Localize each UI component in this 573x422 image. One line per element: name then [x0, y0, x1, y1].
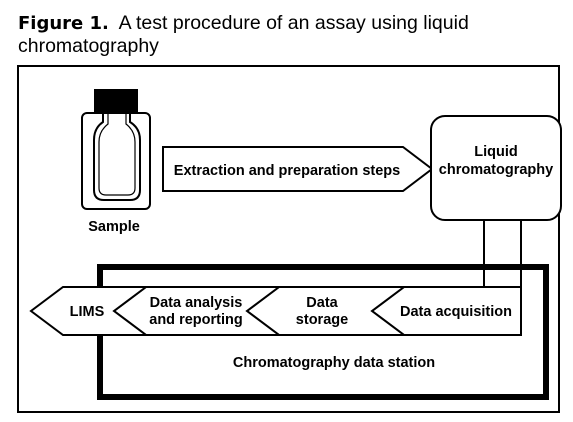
lc-label-line1: Liquid — [474, 144, 518, 160]
lims-arrow — [29, 286, 149, 336]
sample-label: Sample — [88, 219, 140, 235]
data-storage-label-line2: storage — [296, 312, 348, 328]
extraction-label: Extraction and preparation steps — [174, 163, 400, 179]
data-analysis-label-line1: Data analysis — [150, 295, 243, 311]
data-station-label: Chromatography data station — [233, 355, 435, 371]
data-acquisition-label: Data acquisition — [400, 304, 512, 320]
data-station-loop — [97, 264, 549, 400]
extraction-arrow — [162, 146, 434, 192]
figure-title: A test procedure of an assay using liqui… — [18, 12, 469, 57]
diagram-frame — [17, 65, 560, 413]
data-analysis-label-line2: and reporting — [149, 312, 242, 328]
liquid-chromatography-box — [430, 115, 562, 221]
lims-label: LIMS — [70, 304, 105, 320]
sample-vial-icon — [81, 89, 151, 210]
figure-label: Figure 1. — [18, 13, 109, 34]
lc-label-line2: chromatography — [439, 162, 553, 178]
figure-caption: Figure 1. A test procedure of an assay u… — [18, 12, 558, 58]
data-storage-label-line1: Data — [306, 295, 338, 311]
